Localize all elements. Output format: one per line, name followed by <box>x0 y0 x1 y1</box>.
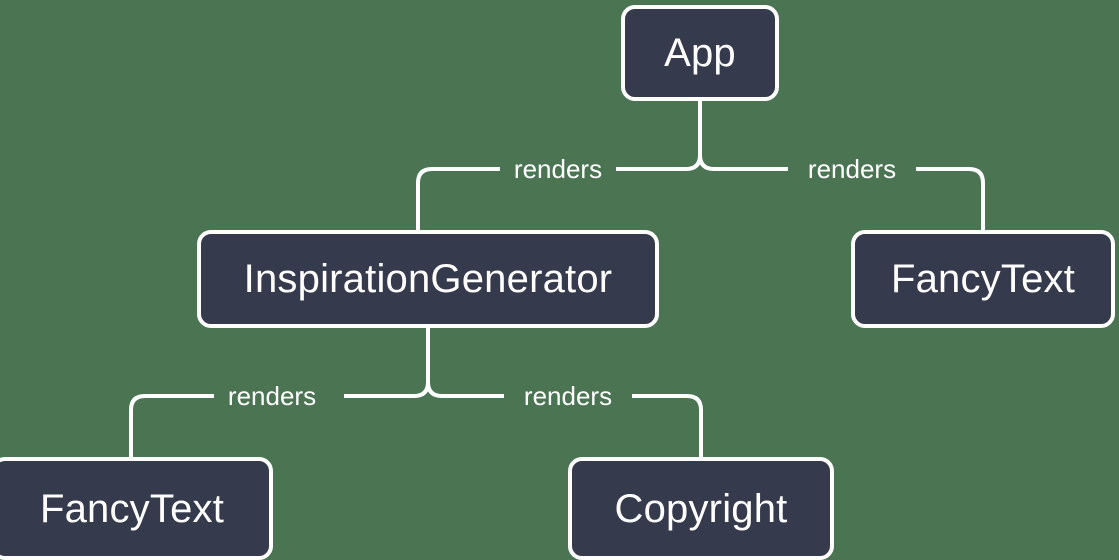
node-app[interactable]: App <box>621 5 779 101</box>
edge-label-app-to-fancytext-right: renders <box>807 154 897 184</box>
node-fancytext-right-label: FancyText <box>890 257 1076 301</box>
edge-app-junction-right <box>698 154 788 171</box>
node-app-label: App <box>664 31 736 75</box>
node-copyright-label: Copyright <box>614 486 788 531</box>
node-fancytext-left-label: FancyText <box>39 486 225 531</box>
edge-app-junction-left <box>616 154 702 171</box>
node-fancytext-right[interactable]: FancyText <box>851 230 1115 328</box>
edge-app-to-fancytext-right <box>916 167 985 230</box>
edge-label-app-to-inspirationgenerator: renders <box>513 154 603 184</box>
node-copyright[interactable]: Copyright <box>568 457 834 560</box>
edge-app-to-inspirationgenerator <box>416 167 500 230</box>
node-fancytext-left[interactable]: FancyText <box>0 457 273 560</box>
node-inspirationgenerator-label: InspirationGenerator <box>243 257 613 301</box>
edge-ig-junction-right <box>426 381 504 398</box>
edge-label-inspirationgenerator-to-fancytext-left: renders <box>227 381 317 411</box>
edge-ig-to-fancytext-left <box>129 394 214 457</box>
edge-label-inspirationgenerator-to-copyright: renders <box>523 381 613 411</box>
edge-ig-to-copyright <box>632 394 703 457</box>
edge-ig-junction-left <box>344 381 430 398</box>
node-inspirationgenerator[interactable]: InspirationGenerator <box>197 230 659 328</box>
